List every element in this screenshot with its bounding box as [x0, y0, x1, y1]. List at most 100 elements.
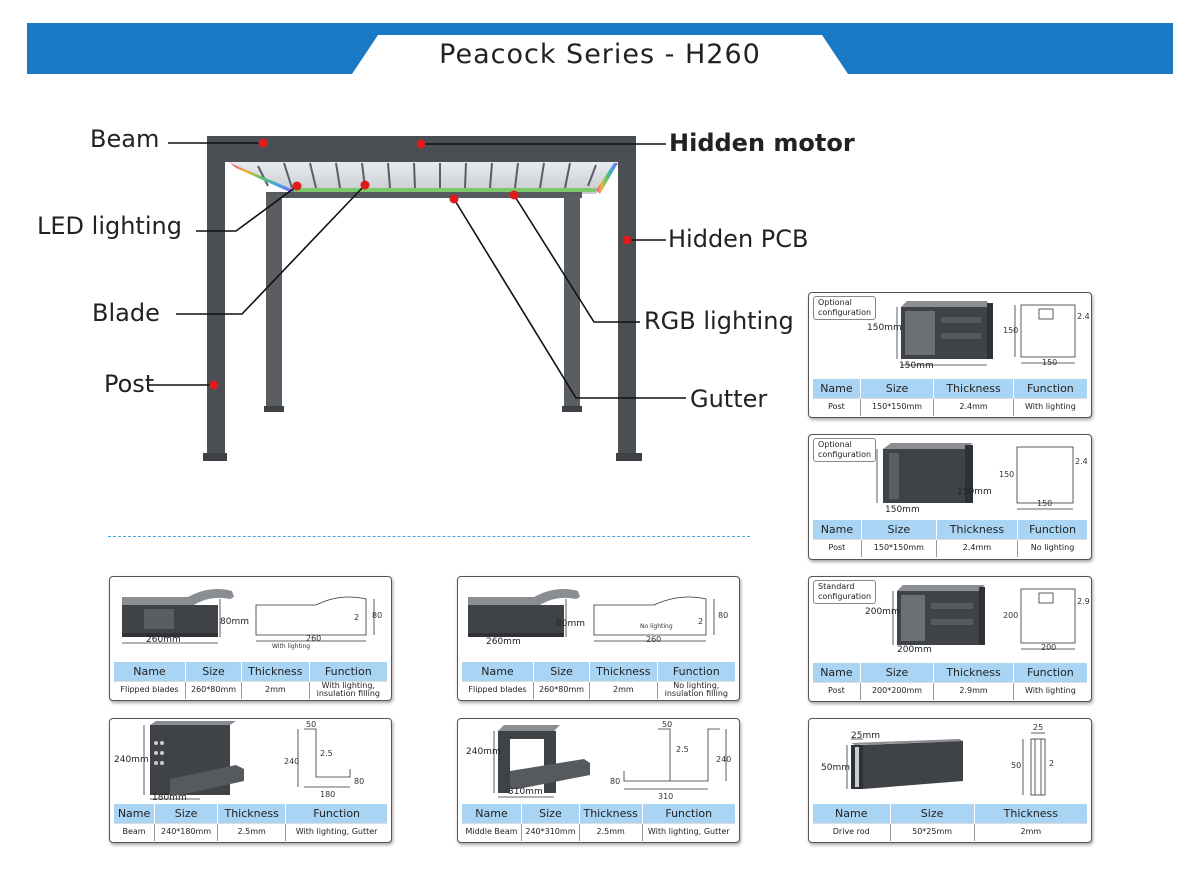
table-cell: Flipped blades	[114, 680, 186, 699]
table-header-cell: Name	[462, 662, 534, 681]
table-header-cell: Thickness	[933, 663, 1014, 682]
table-cell: 150*150mm	[861, 538, 937, 557]
label-hidden-motor: Hidden motor	[669, 129, 855, 157]
table-cell: Middle Beam	[462, 822, 522, 841]
table-cell: 260*80mm	[533, 680, 591, 699]
table-cell: 240*180mm	[154, 822, 219, 841]
table-header-cell: Size	[521, 804, 580, 823]
table-cell: 240*310mm	[521, 822, 580, 841]
table-cell: 200*200mm	[860, 681, 935, 700]
table-header-cell: Thickness	[974, 804, 1087, 823]
table-header-cell: Thickness	[933, 379, 1014, 398]
beam-profile-drawing	[143, 721, 351, 800]
label-hidden-pcb: Hidden PCB	[668, 225, 809, 253]
table-header-cell: Name	[813, 804, 891, 823]
table-cell: 2.4mm	[936, 538, 1019, 557]
front-post-left	[207, 136, 225, 460]
front-post-right	[618, 136, 636, 460]
table-header-cell: Function	[642, 804, 735, 823]
table-cell: 2.5mm	[579, 822, 643, 841]
table-header-cell: Size	[861, 520, 937, 539]
middle-beam-profile-drawing	[493, 725, 727, 798]
table-header-cell: Size	[154, 804, 219, 823]
table-cell: With lighting	[1013, 397, 1087, 416]
led-strip	[294, 188, 596, 192]
table-header-cell: Function	[285, 804, 387, 823]
table-header-cell: Size	[185, 662, 243, 681]
table-cell: No lighting	[1017, 538, 1087, 557]
table-cell: 2.4mm	[933, 397, 1014, 416]
table-header-cell: Thickness	[589, 662, 658, 681]
table-cell: Post	[813, 538, 862, 557]
table-header-cell: Thickness	[217, 804, 287, 823]
table-header-cell: Name	[114, 662, 186, 681]
canopy-blades	[226, 161, 618, 194]
table-cell: 50*25mm	[890, 822, 975, 841]
table-cell: Flipped blades	[462, 680, 534, 699]
table-header-cell: Function	[657, 662, 735, 681]
label-beam: Beam	[90, 125, 160, 153]
table-cell: 260*80mm	[185, 680, 243, 699]
label-rgb-lighting: RGB lighting	[644, 307, 794, 335]
table-header-cell: Size	[860, 663, 935, 682]
table-cell: With lighting	[1013, 681, 1087, 700]
table-cell: Post	[813, 397, 861, 416]
table-header-cell: Name	[813, 379, 861, 398]
table-header-cell: Name	[114, 804, 156, 823]
table-cell: 150*150mm	[860, 397, 935, 416]
table-header-cell: Thickness	[936, 520, 1019, 539]
table-cell: With lighting,insulation filling	[309, 680, 387, 699]
table-cell: No lighting,insulation filling	[657, 680, 735, 699]
table-header-cell: Name	[813, 663, 861, 682]
post-profile-drawing	[876, 443, 1074, 510]
table-header-cell: Size	[533, 662, 591, 681]
table-cell: 2mm	[241, 680, 310, 699]
table-cell: With lighting, Gutter	[285, 822, 387, 841]
back-post-right	[564, 194, 580, 412]
post-profile-drawing	[892, 585, 1076, 650]
table-cell: With lighting, Gutter	[642, 822, 735, 841]
table-cell: 2mm	[589, 680, 658, 699]
label-post: Post	[104, 370, 155, 398]
drive-rod-drawing	[846, 732, 1046, 796]
table-cell: Beam	[114, 822, 156, 841]
page-title: Peacock Series - H260	[439, 39, 761, 70]
label-blade: Blade	[92, 299, 160, 327]
table-header-cell: Name	[462, 804, 522, 823]
label-gutter: Gutter	[690, 385, 768, 413]
table-cell: 2mm	[974, 822, 1087, 841]
table-header-cell: Function	[1013, 663, 1087, 682]
table-cell: 2.5mm	[217, 822, 287, 841]
table-cell: 2.9mm	[933, 681, 1014, 700]
table-cell: Post	[813, 681, 861, 700]
section-divider	[108, 536, 750, 537]
back-post-left	[266, 194, 282, 412]
table-header-cell: Size	[860, 379, 935, 398]
table-header-cell: Size	[890, 804, 975, 823]
table-header-cell: Thickness	[241, 662, 310, 681]
table-header-cell: Thickness	[579, 804, 643, 823]
label-led-lighting: LED lighting	[37, 212, 182, 240]
header-tab	[352, 35, 848, 74]
table-header-cell: Function	[1017, 520, 1087, 539]
table-cell: Drive rod	[813, 822, 891, 841]
